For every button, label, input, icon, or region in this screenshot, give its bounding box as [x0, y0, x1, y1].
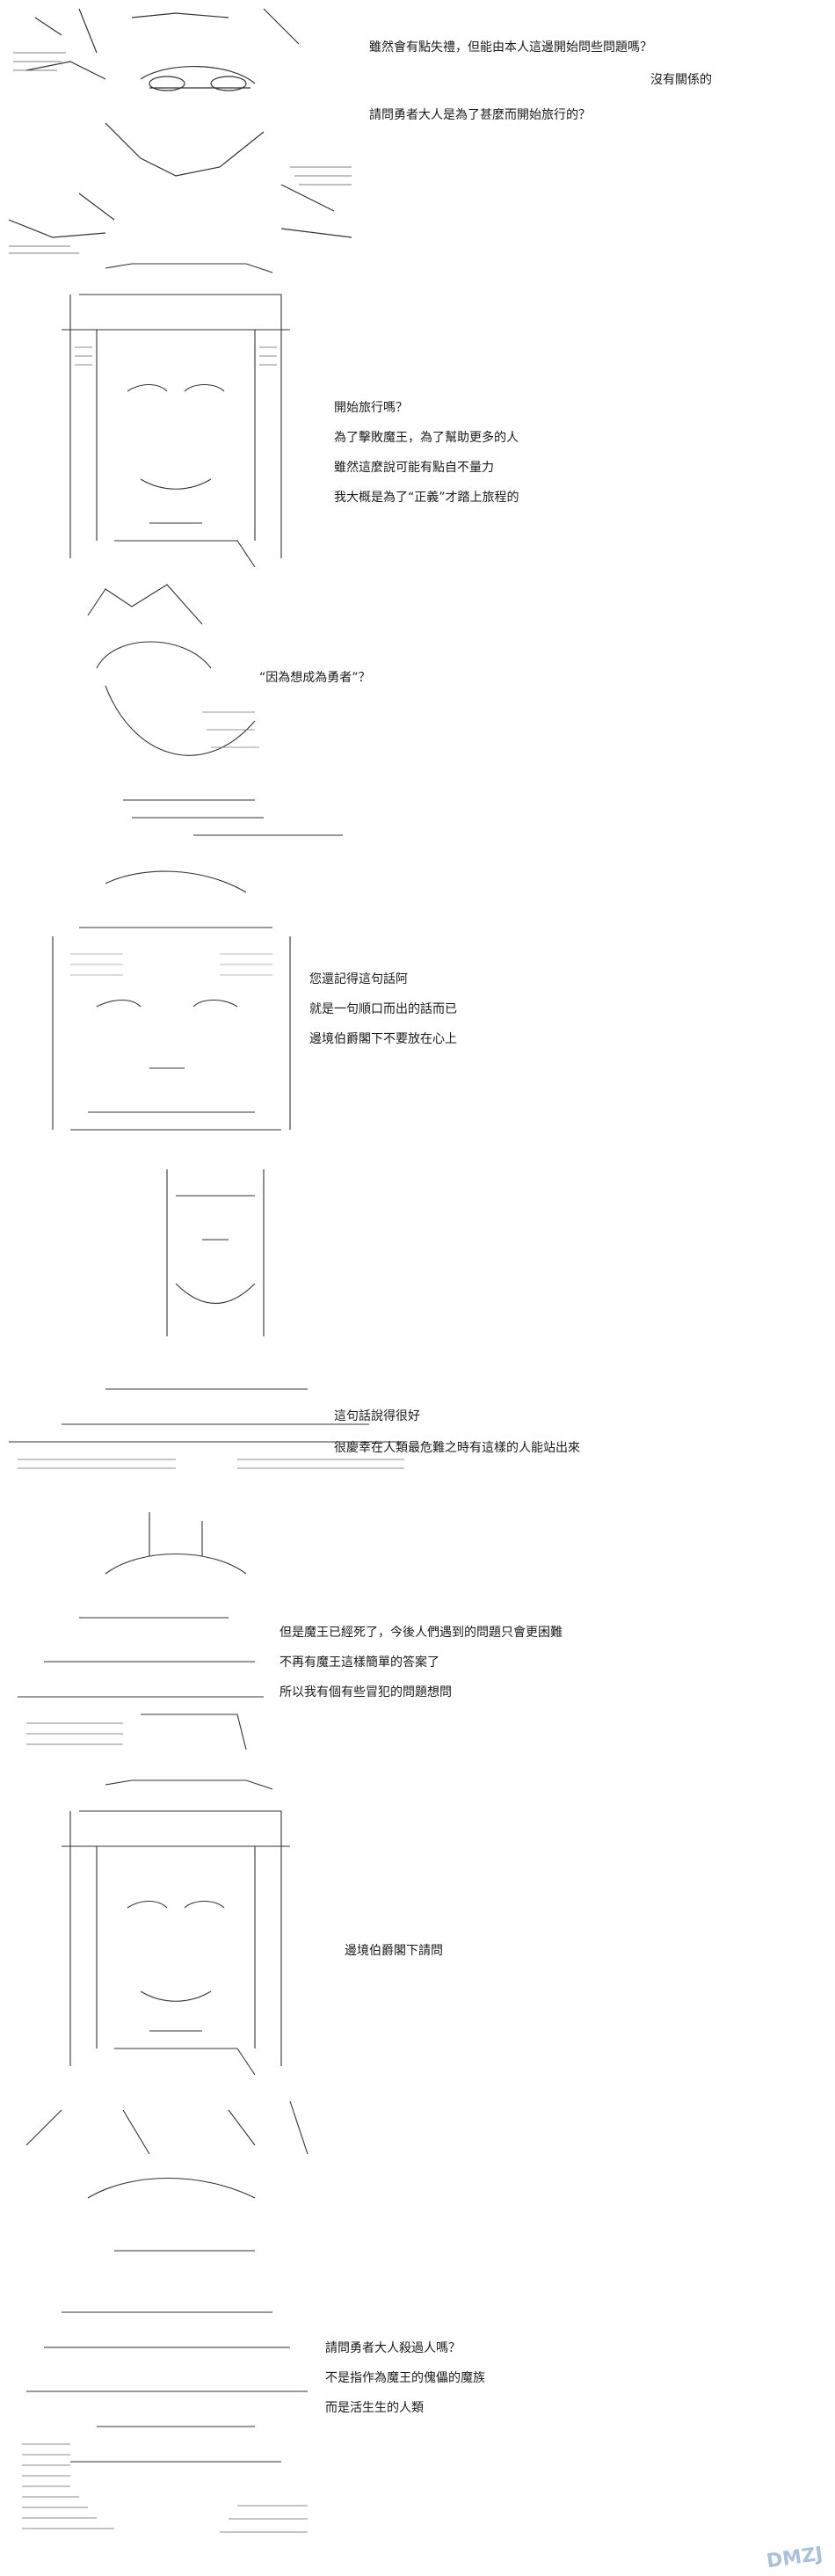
dialogue-line: 所以我有個有些冒犯的問題想問: [280, 1685, 452, 1699]
panel-6: 但是魔王已經死了，今後人們遇到的問題只會更困難 不再有魔王這樣簡單的答案了 所以…: [0, 1503, 835, 1776]
dialogue-line: “因為想成為勇者”？: [259, 671, 371, 685]
dialogue-line: 雖然這麼說可能有點自不量力: [334, 461, 494, 475]
dialogue-line: 就是一句順口而出的話而已: [309, 1002, 457, 1016]
ascii-art-character: [62, 580, 352, 862]
panel-4: 您還記得這句話阿 就是一句順口而出的話而已 邊境伯爵閣下不要放在心上: [0, 866, 835, 1156]
panel-1: 雖然會有點失禮，但能由本人這邊開始問些問題嗎？ 沒有關係的 請問勇者大人是為了甚…: [0, 0, 835, 264]
ascii-art-character: [0, 0, 369, 264]
dialogue-line: 為了擊敗魔王，為了幫助更多的人: [334, 431, 519, 445]
dialogue-line: 不是指作為魔王的傀儡的魔族: [325, 2371, 485, 2385]
watermark-logo: DMZJ: [765, 2543, 824, 2573]
ascii-art-character: [0, 1161, 413, 1512]
dialogue-line: 您還記得這句話阿: [309, 972, 408, 986]
panel-7: 邊境伯爵閣下請問: [0, 1776, 835, 2092]
panel-5: 這句話說得很好 很慶幸在人類最危難之時有這樣的人能站出來: [0, 1161, 835, 1512]
dialogue-line: 邊境伯爵閣下不要放在心上: [309, 1032, 457, 1046]
dialogue-line: 不再有魔王這樣簡單的答案了: [280, 1655, 439, 1670]
dialogue-line: 邊境伯爵閣下請問: [345, 1944, 443, 1958]
dialogue-line: 很慶幸在人類最危難之時有這樣的人能站出來: [334, 1441, 580, 1455]
dialogue-line: 雖然會有點失禮，但能由本人這邊開始問些問題嗎？: [369, 40, 652, 55]
dialogue-line: 而是活生生的人類: [325, 2401, 424, 2415]
dialogue-line: 開始旅行嗎？: [334, 401, 408, 415]
panel-3: “因為想成為勇者”？: [0, 580, 835, 870]
ascii-art-character: [35, 866, 308, 1147]
dialogue-line: 請問勇者大人殺過人嗎？: [325, 2341, 461, 2355]
dialogue-line: 這句話說得很好: [334, 1409, 420, 1423]
dialogue-line: 沒有關係的: [650, 73, 712, 87]
ascii-art-character: [44, 1776, 308, 2084]
panel-8: 請問勇者大人殺過人嗎？ 不是指作為魔王的傀儡的魔族 而是活生生的人類 DMZJ: [0, 2092, 835, 2576]
ascii-art-character: [9, 1503, 272, 1776]
ascii-art-character: [44, 259, 308, 576]
ascii-art-character: [9, 2092, 325, 2567]
panel-2: 開始旅行嗎？ 為了擊敗魔王，為了幫助更多的人 雖然這麼說可能有點自不量力 我大概…: [0, 259, 835, 585]
dialogue-line: 我大概是為了“正義”才踏上旅程的: [334, 491, 519, 505]
dialogue-line: 請問勇者大人是為了甚麼而開始旅行的？: [369, 108, 591, 122]
dialogue-line: 但是魔王已經死了，今後人們遇到的問題只會更困難: [280, 1626, 563, 1640]
